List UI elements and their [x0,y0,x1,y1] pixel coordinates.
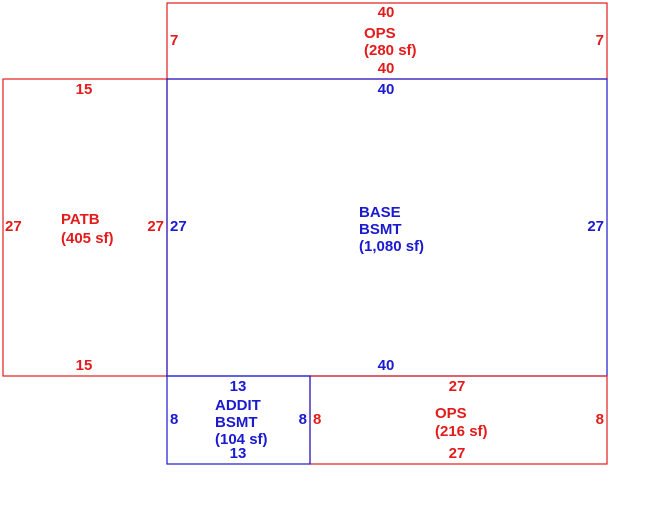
addit-dim-bottom: 13 [230,445,247,462]
addit-bsmt-area: 13 13 8 8 ADDIT BSMT (104 sf) [166,375,311,465]
ops-bottom-name: OPS [435,405,467,422]
ops-top-dim-right: 7 [596,32,604,49]
patb-dim-bottom: 15 [76,357,93,374]
base-dim-bottom: 40 [378,357,395,374]
addit-bsmt-outline [166,375,311,465]
ops-bottom-dim-left: 8 [313,411,321,428]
addit-name-line2: BSMT [215,414,258,431]
patb-dim-top: 15 [76,81,93,98]
ops-top-dim-left: 7 [170,32,178,49]
base-name-line2: BSMT [359,221,402,238]
base-dim-left: 27 [170,218,187,235]
ops-top-dim-bottom: 40 [378,60,395,77]
ops-bottom-area-text: (216 sf) [435,423,488,440]
base-area-text: (1,080 sf) [359,238,424,255]
patb-dim-right: 27 [147,218,164,235]
base-name-line1: BASE [359,204,401,221]
ops-bottom-dim-bottom: 27 [449,445,466,462]
base-dim-top: 40 [378,81,395,98]
addit-dim-left: 8 [170,411,178,428]
ops-top-area-text: (280 sf) [364,42,417,59]
ops-bottom-area: 27 27 8 8 OPS (216 sf) [309,375,608,465]
ops-top-name: OPS [364,25,396,42]
patb-dim-left: 27 [5,218,22,235]
ops-top-area: 40 40 7 7 OPS (280 sf) [166,2,608,80]
patb-name: PATB [61,211,100,228]
addit-name-line1: ADDIT [215,397,261,414]
addit-dim-right: 8 [299,411,307,428]
ops-bottom-dim-right: 8 [596,411,604,428]
patb-area: 15 15 27 27 PATB (405 sf) [2,78,168,377]
addit-area-text: (104 sf) [215,431,268,448]
ops-top-dim-top: 40 [378,4,395,21]
ops-bottom-dim-top: 27 [449,378,466,395]
base-dim-right: 27 [587,218,604,235]
base-bsmt-area: 40 40 27 27 BASE BSMT (1,080 sf) [166,78,608,377]
addit-dim-top: 13 [230,378,247,395]
patb-area-text: (405 sf) [61,230,114,247]
